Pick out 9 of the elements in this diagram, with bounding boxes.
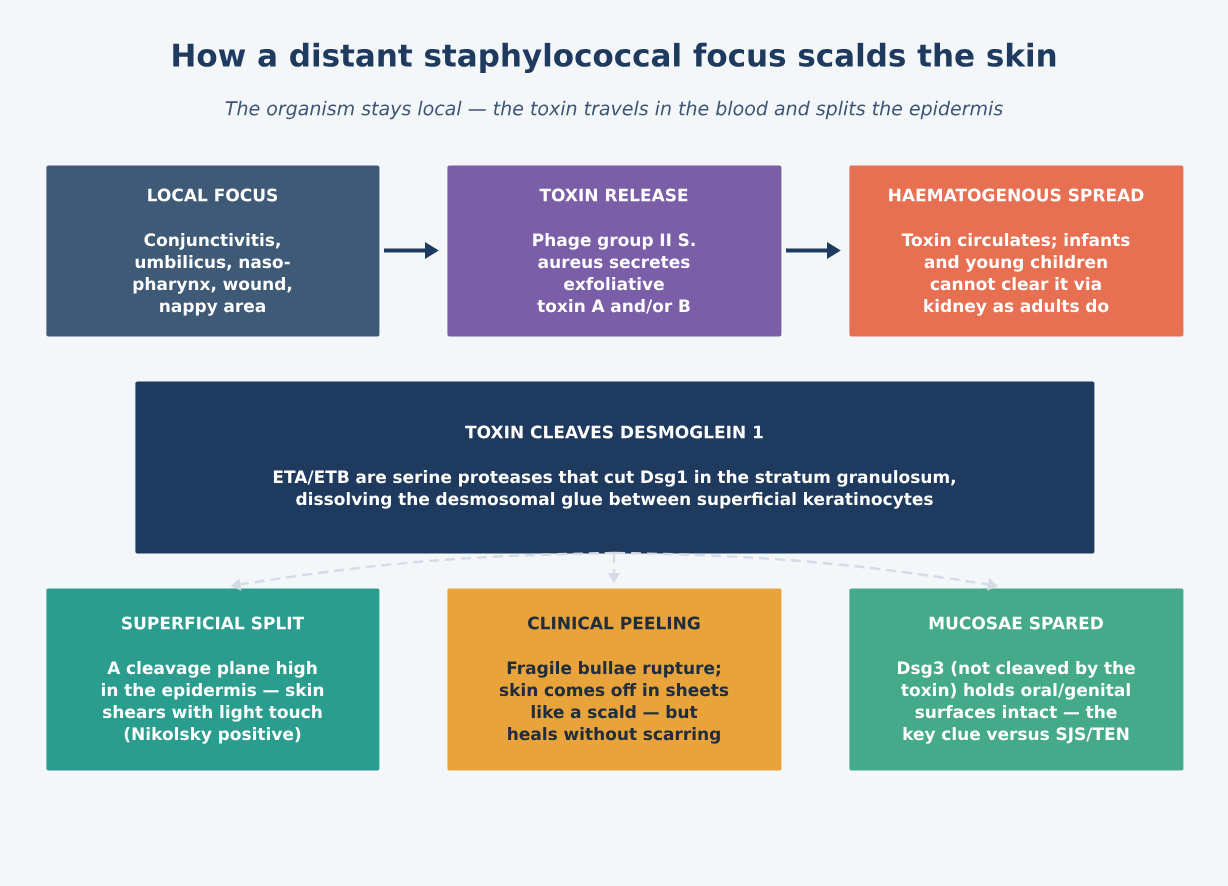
process-box: TOXIN CLEAVES DESMOGLEIN 1 ETA/ETB are serine proteases that cut Dsg1 in the stratum granulosum, dissolving the desmosomal glue between superficial keratinocytes — [135, 381, 1095, 554]
subtitle: The organism stays local — the toxin travels in the blood and splits the epidermis — [225, 100, 1003, 120]
process-box: LOCAL FOCUS Conjunctivitis, umbilicus, naso-pharynx, wound, nappy area — [46, 165, 380, 337]
process-box: TOXIN RELEASE Phage group II S. aureus secretes exfoliative toxin A and/or B — [447, 165, 782, 337]
process-box: HAEMATOGENOUS SPREAD Toxin circulates; infants and young children cannot clear it via kidney as adults do — [849, 165, 1184, 337]
title: How a distant staphylococcal focus scalds the skin — [173, 42, 1056, 74]
process-box: CLINICAL PEELING Fragile bullae rupture; skin comes off in sheets like a scald — but heals without scarring — [447, 588, 782, 771]
process-box: MUCOSAE SPARED Dsg3 (not cleaved by the toxin) holds oral/genital surfaces intact — the key clue versus SJS/TEN — [849, 588, 1184, 771]
process-box: SUPERFICIAL SPLIT A cleavage plane high in the epidermis — skin shears with light touch (Nikolsky positive) — [46, 588, 380, 771]
